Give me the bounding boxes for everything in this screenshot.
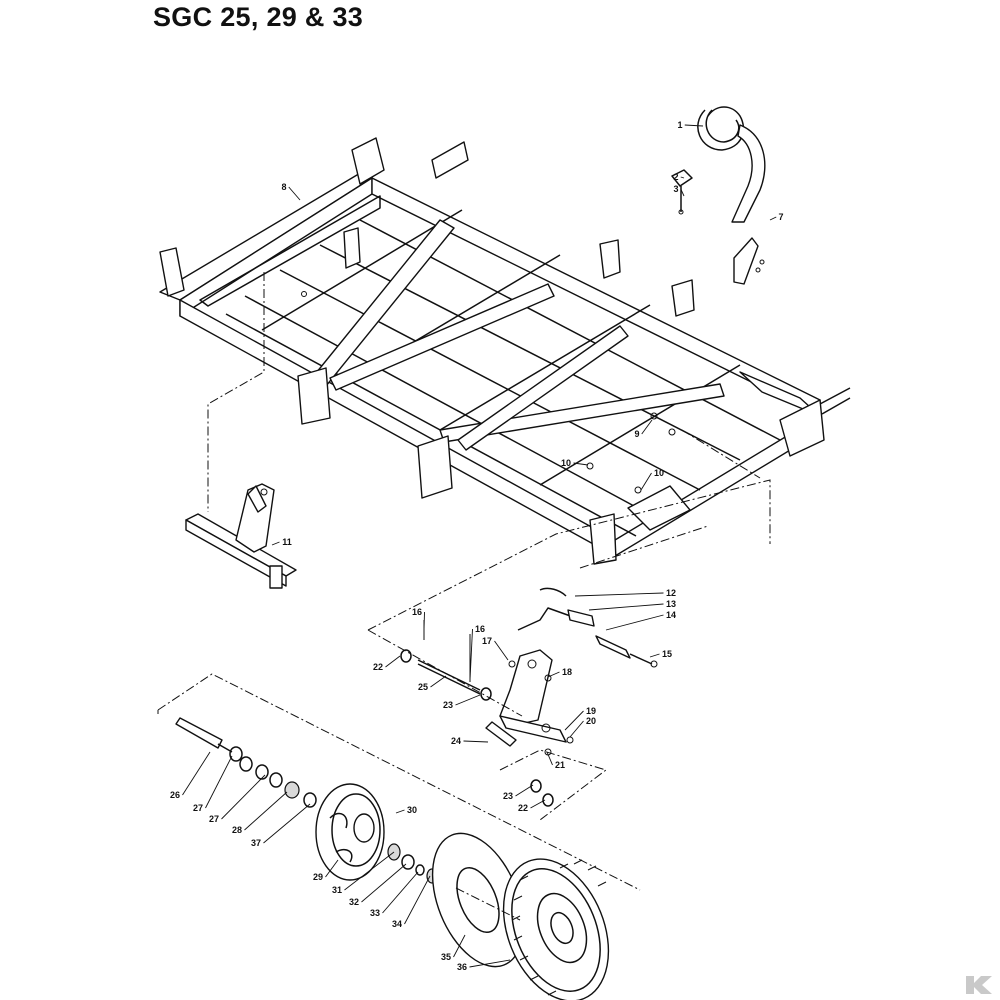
leader-line-17 (494, 640, 509, 661)
part-number-label: 10 (654, 468, 664, 478)
leader-line-9 (641, 419, 653, 435)
leader-line-34 (404, 875, 431, 925)
leader-line-32 (361, 863, 407, 903)
part-number-label: 1 (677, 120, 682, 130)
part-number-label: 30 (407, 805, 417, 815)
leader-line-10 (640, 472, 652, 491)
part-number-label: 16 (412, 607, 422, 617)
leader-line-18 (547, 671, 560, 678)
leader-line-26 (182, 751, 211, 796)
main-frame (159, 137, 851, 565)
wheel-hub-assembly (175, 717, 438, 884)
spring-tine (697, 106, 766, 223)
leader-line-31 (344, 851, 395, 891)
leader-line-3 (680, 188, 685, 197)
leader-line-21 (546, 751, 553, 766)
part-number-label: 21 (555, 760, 565, 770)
leader-line-25 (430, 675, 447, 688)
part-number-label: 28 (232, 825, 242, 835)
part-number-label: 14 (666, 610, 676, 620)
leader-line-22 (385, 655, 401, 668)
part-number-label: 19 (586, 706, 596, 716)
leader-line-23 (455, 694, 481, 706)
part-number-label: 10 (561, 458, 571, 468)
part-number-label: 32 (349, 897, 359, 907)
part-number-label: 36 (457, 962, 467, 972)
part-callouts: 1237891010111213141516161718192021222223… (170, 120, 784, 972)
leader-line-37 (263, 803, 311, 844)
leader-line-30 (395, 809, 405, 814)
leader-line-8 (288, 186, 301, 201)
assembly-guide-lines (157, 272, 771, 921)
leader-line-16 (469, 628, 473, 681)
part-number-label: 8 (281, 182, 286, 192)
leader-line-19 (564, 710, 584, 731)
part-number-label: 27 (193, 803, 203, 813)
part-number-label: 13 (666, 599, 676, 609)
leader-line-7 (769, 216, 777, 221)
part-number-label: 12 (666, 588, 676, 598)
part-number-label: 31 (332, 885, 342, 895)
part-number-label: 34 (392, 919, 402, 929)
leader-line-20 (569, 720, 584, 738)
part-number-label: 18 (562, 667, 572, 677)
leader-line-24 (463, 740, 489, 743)
part-number-label: 17 (482, 636, 492, 646)
part-number-label: 33 (370, 908, 380, 918)
part-number-label: 25 (418, 682, 428, 692)
leader-line-36 (469, 959, 511, 968)
leader-line-11 (271, 541, 280, 546)
leader-line-12 (574, 592, 664, 597)
part-number-label: 27 (209, 814, 219, 824)
part-number-label: 24 (451, 736, 461, 746)
part-number-label: 26 (170, 790, 180, 800)
leader-line-10 (573, 462, 589, 466)
leader-line-28 (244, 791, 288, 831)
page-title: SGC 25, 29 & 33 (153, 2, 364, 32)
part-number-label: 22 (373, 662, 383, 672)
part-number-label: 29 (313, 872, 323, 882)
part-number-label: 16 (475, 624, 485, 634)
leader-line-1 (684, 124, 704, 127)
part-number-label: 20 (586, 716, 596, 726)
wheel-axle-bracket (185, 483, 297, 589)
leader-line-29 (325, 859, 339, 878)
leader-line-22 (530, 799, 546, 809)
leader-line-15 (649, 653, 660, 658)
leader-line-23 (515, 784, 534, 797)
leader-line-14 (605, 614, 664, 631)
leader-line-27 (205, 755, 233, 809)
leader-line-35 (453, 934, 466, 958)
part-number-label: 23 (443, 700, 453, 710)
kramp-k-logo-icon (966, 976, 992, 994)
part-number-label: 11 (282, 537, 292, 547)
leader-line-13 (588, 603, 664, 611)
part-number-label: 7 (778, 212, 783, 222)
part-number-label: 22 (518, 803, 528, 813)
part-number-label: 23 (503, 791, 513, 801)
part-number-label: 15 (662, 649, 672, 659)
part-number-label: 37 (251, 838, 261, 848)
wheel-and-tyre (431, 832, 610, 1000)
depth-adjustment-assembly (400, 587, 658, 807)
leader-line-27 (221, 774, 266, 820)
leader-line-16 (423, 611, 425, 631)
part-number-label: 9 (634, 429, 639, 439)
part-number-label: 3 (673, 184, 678, 194)
tine-point (733, 237, 765, 285)
part-number-label: 35 (441, 952, 451, 962)
part-number-label: 2 (673, 172, 678, 182)
leader-line-33 (382, 871, 419, 914)
leader-line-2 (680, 176, 685, 179)
